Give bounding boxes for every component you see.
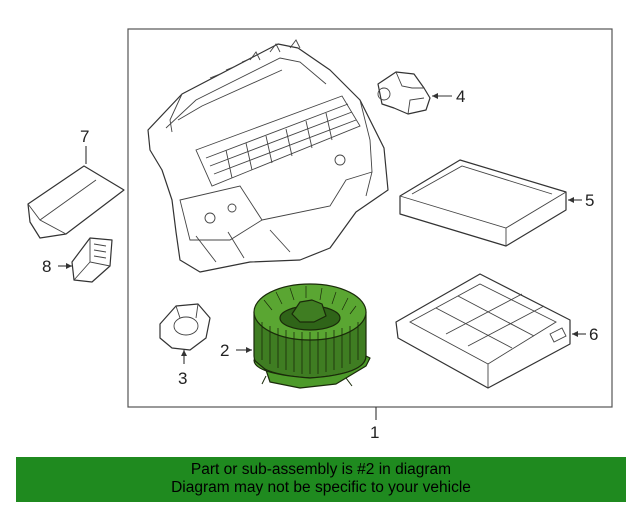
callout-6: 6 <box>589 325 598 344</box>
callout-8: 8 <box>42 257 51 276</box>
callout-7: 7 <box>80 127 89 146</box>
duct-part-7 <box>27 165 125 239</box>
notice-banner: Part or sub-assembly is #2 in diagram Di… <box>16 457 626 502</box>
filter-cover-part-6 <box>395 273 571 389</box>
blower-motor-part-2 <box>253 283 371 389</box>
component-part-3 <box>159 303 211 351</box>
actuator-part-4 <box>377 71 431 115</box>
notice-line-2: Diagram may not be specific to your vehi… <box>171 479 471 496</box>
assembly-frame <box>127 28 613 408</box>
module-part-8 <box>71 237 113 283</box>
callout-3: 3 <box>178 369 187 388</box>
callout-2: 2 <box>220 341 229 360</box>
callout-5: 5 <box>585 191 594 210</box>
notice-line-1: Part or sub-assembly is #2 in diagram <box>190 461 452 478</box>
callout-4: 4 <box>456 87 465 106</box>
callout-1: 1 <box>370 423 379 442</box>
blower-housing <box>147 39 389 273</box>
filter-part-5 <box>399 159 567 247</box>
